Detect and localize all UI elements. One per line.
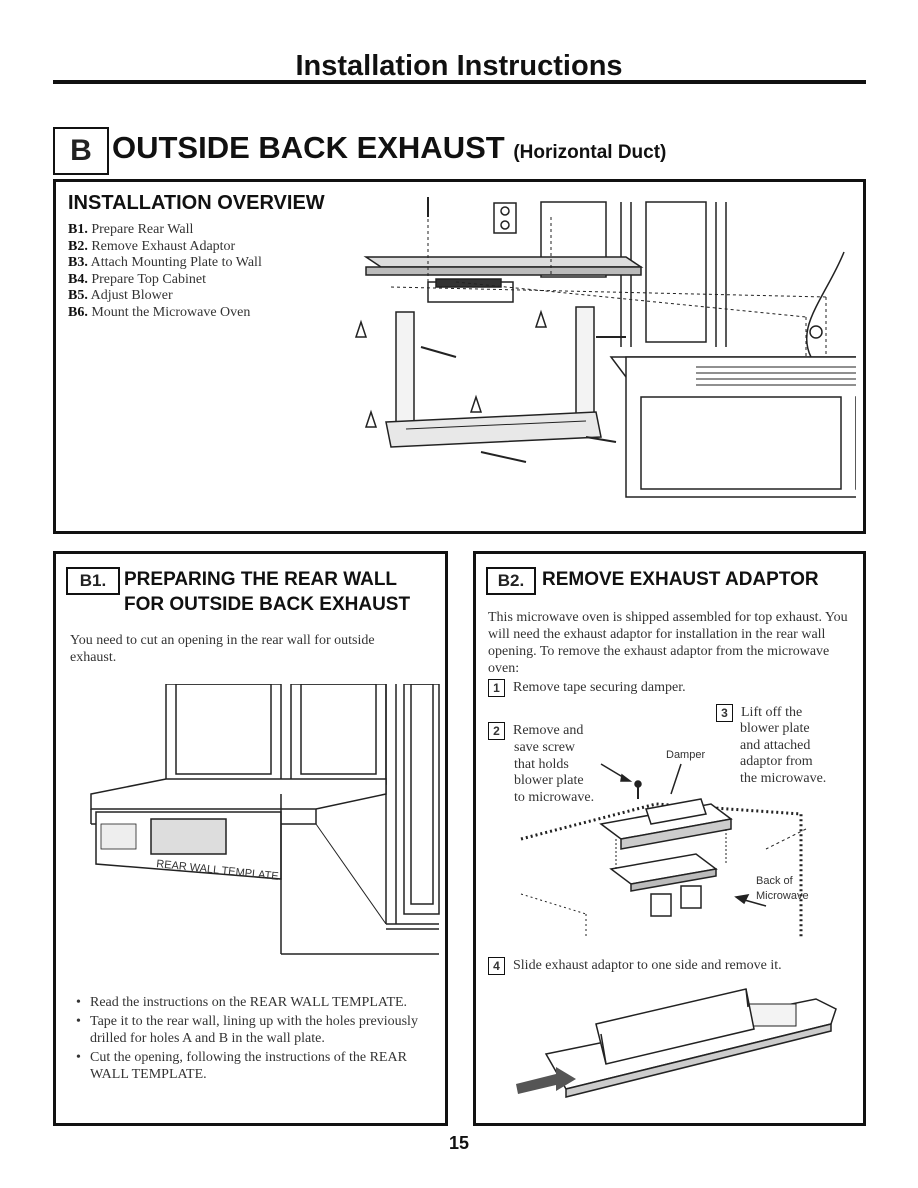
page-header-title: Installation Instructions bbox=[295, 50, 623, 82]
back-of-microwave-label-line1: Back of bbox=[756, 875, 794, 887]
b1-bullet-list: Read the instructions on the REAR WALL T… bbox=[70, 994, 430, 1085]
electrical-outlet bbox=[493, 202, 517, 234]
b2-blower-plate-illustration: Damper Back of Microwave bbox=[520, 749, 809, 939]
b2-step-2-text: save screw that holds blower plate to mi… bbox=[514, 740, 595, 805]
b1-bullet: Tape it to the rear wall, lining up with… bbox=[70, 1013, 430, 1047]
b1-bullet: Read the instructions on the REAR WALL T… bbox=[70, 994, 430, 1011]
b2-intro: This microwave oven is shipped assembled… bbox=[488, 610, 848, 676]
b2-remove-exhaust-adaptor-panel: B2. REMOVE EXHAUST ADAPTOR This microwav… bbox=[473, 551, 866, 1126]
installation-overview-panel: INSTALLATION OVERVIEW B1. Prepare Rear W… bbox=[53, 179, 866, 534]
step-number: 3 bbox=[716, 704, 733, 722]
section-title-main: OUTSIDE BACK EXHAUST bbox=[112, 130, 505, 165]
b1-tag: B1. bbox=[66, 567, 120, 595]
b2-step-3-text: blower plate and attached adaptor from t… bbox=[740, 721, 827, 786]
overview-title: INSTALLATION OVERVIEW bbox=[68, 192, 325, 214]
damper-label: Damper bbox=[666, 749, 705, 761]
b2-tag: B2. bbox=[486, 567, 536, 595]
b1-preparing-rear-wall-panel: B1. PREPARING THE REAR WALL FOR OUTSIDE … bbox=[53, 551, 448, 1126]
b1-bullet: Cut the opening, following the instructi… bbox=[70, 1049, 430, 1083]
overview-step: B6. Mount the Microwave Oven bbox=[68, 304, 251, 320]
step-number: 1 bbox=[488, 679, 505, 697]
microwave-door bbox=[640, 396, 842, 490]
section-subtitle: (Horizontal Duct) bbox=[513, 142, 667, 163]
section-letter-box: B bbox=[53, 127, 109, 175]
overview-step: B5. Adjust Blower bbox=[68, 288, 173, 303]
step-number: 2 bbox=[488, 722, 505, 740]
section-title: OUTSIDE BACK EXHAUST (Horizontal Duct) bbox=[112, 130, 666, 166]
step-number: 4 bbox=[488, 957, 505, 975]
overview-step: B1. Prepare Rear Wall bbox=[68, 222, 194, 237]
overview-step-list: B1. Prepare Rear Wall B2. Remove Exhaust… bbox=[68, 222, 262, 321]
overview-step: B4. Prepare Top Cabinet bbox=[68, 271, 206, 287]
back-of-microwave-label-line2: Microwave bbox=[756, 890, 809, 902]
b1-title-line1: PREPARING THE REAR WALL bbox=[124, 569, 398, 590]
overview-step: B2. Remove Exhaust Adaptor bbox=[68, 238, 236, 254]
header-rule bbox=[53, 80, 866, 84]
b1-title-line2: FOR OUTSIDE BACK EXHAUST bbox=[124, 594, 411, 615]
b1-intro: You need to cut an opening in the rear w… bbox=[70, 633, 375, 665]
overview-step: B3. Attach Mounting Plate to Wall bbox=[68, 255, 262, 270]
b1-rear-wall-illustration: REAR WALL TEMPLATE bbox=[90, 684, 440, 955]
overview-illustration bbox=[354, 197, 856, 498]
page-number: 15 bbox=[448, 1133, 470, 1153]
b2-title: REMOVE EXHAUST ADAPTOR bbox=[542, 569, 819, 590]
slide-direction-arrow-icon bbox=[516, 1067, 576, 1094]
b2-slide-adaptor-illustration bbox=[516, 988, 837, 1098]
microwave-body bbox=[625, 356, 856, 498]
upper-cabinet bbox=[540, 201, 607, 278]
